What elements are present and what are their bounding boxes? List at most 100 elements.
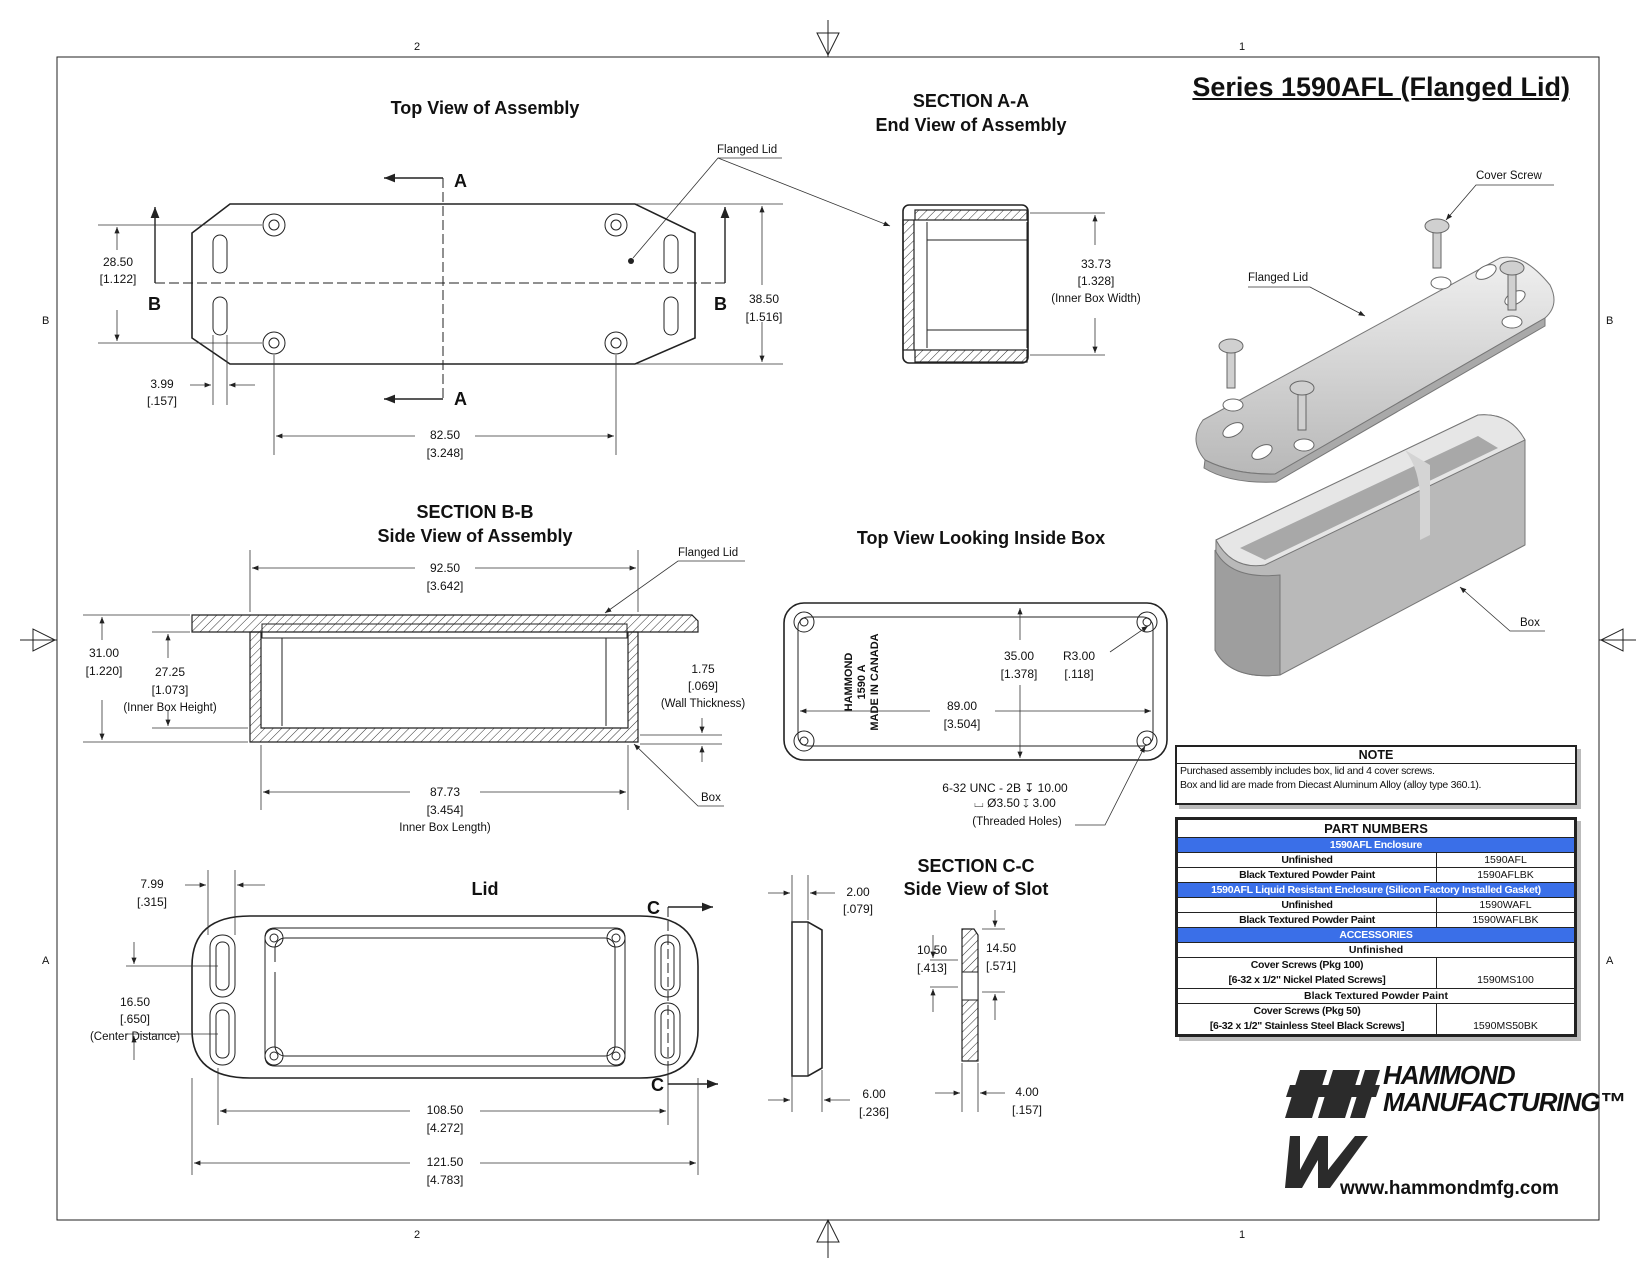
row-label-unfinished: Unfinished: [1177, 897, 1437, 913]
svg-text:[.157]: [.157]: [1012, 1103, 1042, 1117]
svg-text:(Wall Thickness): (Wall Thickness): [661, 698, 746, 710]
svg-text:HAMMOND: HAMMOND: [843, 653, 855, 712]
svg-text:[.157]: [.157]: [147, 394, 177, 408]
lid-title: Lid: [472, 879, 499, 899]
section-a-marker-bottom: A: [454, 389, 467, 409]
subhead-unfinished: Unfinished: [1177, 942, 1575, 958]
brand-line-2: MANUFACTURING™: [1383, 1087, 1626, 1117]
dim-4-00: 4.00: [1015, 1085, 1039, 1099]
zone-left-b: B: [42, 315, 49, 327]
lid-edge-view: 2.00 [.079] 6.00 [.236]: [768, 875, 889, 1119]
cover-screw-callout: Cover Screw: [1476, 170, 1543, 182]
band-enclosure: 1590AFL Enclosure: [1177, 837, 1575, 853]
thread-spec-2: ⌴ Ø3.50 ↧ 3.00: [974, 796, 1056, 810]
zone-bottom-2: 2: [414, 1229, 420, 1241]
svg-text:[4.272]: [4.272]: [427, 1121, 464, 1135]
section-aa-subtitle: End View of Assembly: [875, 115, 1066, 135]
dim-3-99: 3.99: [150, 377, 174, 391]
cast-marking: HAMMOND 1590 A MADE IN CANADA: [843, 633, 881, 730]
dim-108-50: 108.50: [427, 1103, 464, 1117]
svg-text:[.069]: [.069]: [688, 679, 718, 693]
zone-left-a: A: [42, 955, 50, 967]
dim-33-73: 33.73: [1081, 257, 1111, 271]
part-1590afl: 1590AFL: [1436, 852, 1575, 868]
dim-r3-00: R3.00: [1063, 649, 1095, 663]
section-a-a: SECTION A-A End View of Assembly 33.73 […: [875, 91, 1141, 364]
box-callout-side: Box: [701, 792, 721, 804]
box-callout-render: Box: [1520, 617, 1540, 629]
section-a-marker-top: A: [454, 171, 467, 191]
row-label-screws-50: Cover Screws (Pkg 50)[6-32 x 1/2" Stainl…: [1177, 1003, 1437, 1035]
band-liquid-resistant: 1590AFL Liquid Resistant Enclosure (Sili…: [1177, 882, 1575, 898]
dim-16-50: 16.50: [120, 995, 150, 1009]
dim-14-50: 14.50: [986, 941, 1016, 955]
dim-2-00: 2.00: [846, 885, 870, 899]
dim-1-75: 1.75: [691, 662, 715, 676]
top-view-title: Top View of Assembly: [391, 98, 580, 118]
dim-10-50: 10.50: [917, 943, 947, 957]
lid-view: Lid C C 7.99 [.315] 16.50: [90, 870, 718, 1187]
section-b-b: SECTION B-B Side View of Assembly 92.50 …: [83, 502, 745, 834]
svg-text:[.236]: [.236]: [859, 1105, 889, 1119]
inside-view-title: Top View Looking Inside Box: [857, 528, 1105, 548]
section-aa-title: SECTION A-A: [913, 91, 1029, 111]
box-section: [249, 631, 639, 743]
part-1590ms50bk: 1590MS50BK: [1436, 1003, 1575, 1035]
exploded-render: Cover Screw Flanged Lid Box: [1195, 170, 1555, 677]
svg-text:[1.328]: [1.328]: [1078, 274, 1115, 288]
dim-35-00: 35.00: [1004, 649, 1034, 663]
website-link[interactable]: www.hammondmfg.com: [1340, 1178, 1559, 1199]
section-c-c: SECTION C-C Side View of Slot 10.50 [.41…: [904, 856, 1049, 1117]
threaded-holes-label: (Threaded Holes): [972, 816, 1062, 828]
hammond-logo: [1285, 1070, 1380, 1188]
svg-text:Inner Box Length): Inner Box Length): [399, 822, 491, 834]
svg-text:[3.454]: [3.454]: [427, 803, 464, 817]
svg-text:[3.248]: [3.248]: [427, 446, 464, 460]
row-label-black: Black Textured Powder Paint: [1177, 867, 1437, 883]
brand-line-1: HAMMOND: [1383, 1060, 1516, 1090]
zone-right-a: A: [1606, 955, 1614, 967]
svg-text:[.079]: [.079]: [843, 902, 873, 916]
lid-plan-outline: [191, 915, 699, 1079]
thread-spec-1: 6-32 UNC - 2B ↧ 10.00: [942, 781, 1068, 795]
top-view-of-assembly: Top View of Assembly A A B B 28.50 [1.12…: [98, 98, 891, 460]
dim-87-73: 87.73: [430, 785, 460, 799]
part-numbers-table: PART NUMBERS 1590AFL Enclosure Unfinishe…: [1175, 817, 1577, 1037]
svg-text:MADE IN CANADA: MADE IN CANADA: [869, 633, 881, 730]
part-1590waflbk: 1590WAFLBK: [1436, 912, 1575, 928]
dim-6-00: 6.00: [862, 1087, 886, 1101]
dim-121-50: 121.50: [427, 1155, 464, 1169]
series-title: Series 1590AFL (Flanged Lid): [1192, 72, 1570, 102]
lid-outline: [191, 203, 696, 365]
row-label-screws-100: Cover Screws (Pkg 100)[6-32 x 1/2" Nicke…: [1177, 957, 1437, 989]
dim-38-50: 38.50: [749, 292, 779, 306]
note-line-2: Box and lid are made from Diecast Alumin…: [1180, 779, 1482, 791]
flanged-lid-callout-render: Flanged Lid: [1248, 272, 1308, 284]
svg-text:[1.073]: [1.073]: [152, 683, 189, 697]
dim-82-50: 82.50: [430, 428, 460, 442]
svg-text:(Center Distance): (Center Distance): [90, 1031, 180, 1043]
svg-text:[.650]: [.650]: [120, 1012, 150, 1026]
section-c-marker-bottom: C: [651, 1075, 664, 1095]
zone-bottom-1: 1: [1239, 1229, 1245, 1241]
zone-right-b: B: [1606, 315, 1613, 327]
section-c-marker-top: C: [647, 898, 660, 918]
dim-92-50: 92.50: [430, 561, 460, 575]
svg-text:[.413]: [.413]: [917, 961, 947, 975]
svg-text:[1.516]: [1.516]: [746, 310, 783, 324]
svg-text:[3.504]: [3.504]: [944, 717, 981, 731]
subhead-black: Black Textured Powder Paint: [1177, 988, 1575, 1004]
parts-header: PART NUMBERS: [1177, 819, 1575, 838]
dim-31-00: 31.00: [89, 646, 119, 660]
zone-top-2: 2: [414, 41, 420, 53]
note-header: NOTE: [1177, 747, 1575, 764]
flanged-lid-callout-top: Flanged Lid: [717, 144, 777, 156]
svg-text:[.571]: [.571]: [986, 959, 1016, 973]
svg-text:(Inner Box Height): (Inner Box Height): [123, 702, 216, 714]
svg-text:[3.642]: [3.642]: [427, 579, 464, 593]
row-label-unfinished: Unfinished: [1177, 852, 1437, 868]
flanged-lid-callout-side: Flanged Lid: [678, 547, 738, 559]
dim-7-99: 7.99: [140, 877, 164, 891]
dim-89-00: 89.00: [947, 699, 977, 713]
part-1590wafl: 1590WAFL: [1436, 897, 1575, 913]
